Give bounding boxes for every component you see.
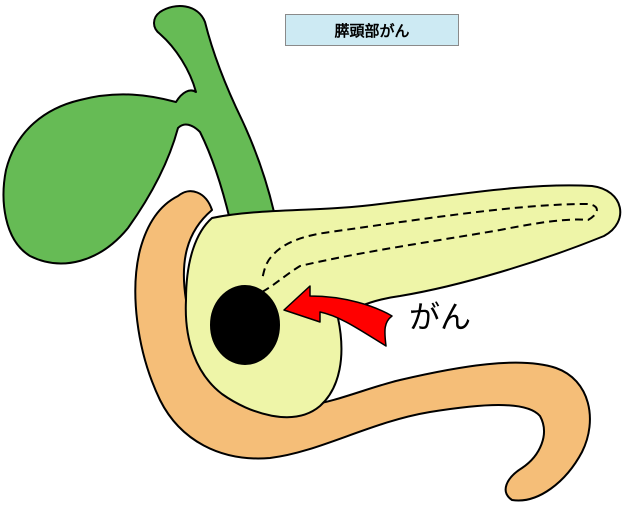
pancreas [184, 184, 622, 419]
tumor-label: がん [409, 300, 471, 336]
tumor-arrow [283, 285, 393, 347]
diagram-title: 膵頭部がん [285, 14, 459, 46]
tumor [210, 285, 280, 365]
pancreatic-duct [261, 202, 598, 293]
gallbladder [2, 5, 275, 265]
